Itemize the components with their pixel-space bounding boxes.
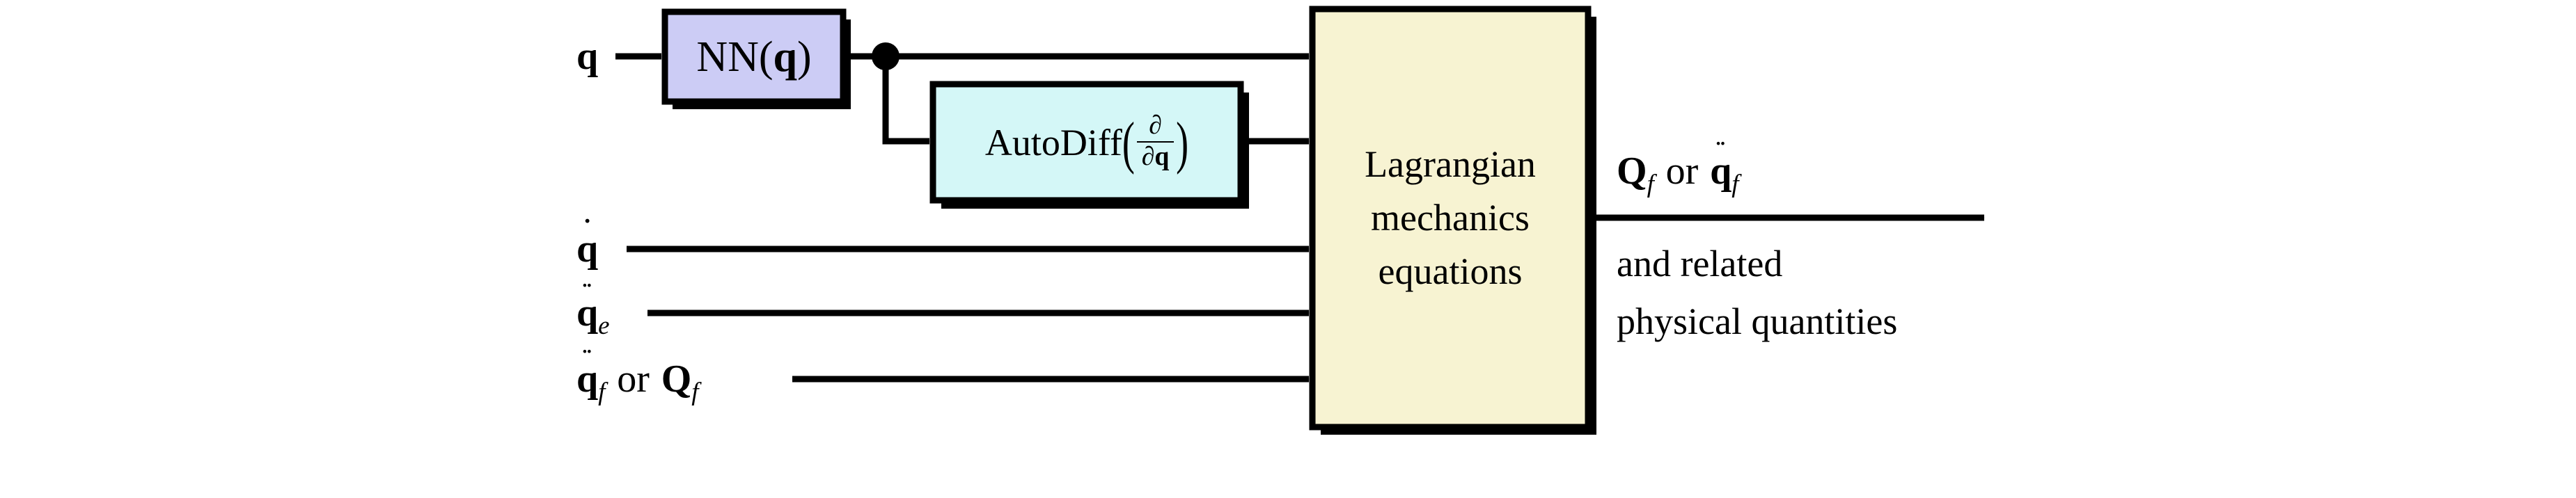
autodiff-close-paren: ) (1176, 110, 1189, 175)
autodiff-box[interactable] (929, 81, 1244, 204)
output-qddot-f-subscript: f (1731, 168, 1739, 198)
output-Qf-base: Q (1617, 150, 1647, 193)
input-q-base: q (576, 35, 599, 78)
nn-label-suffix: ) (797, 33, 812, 81)
output-line3-text: physical quantities (1617, 300, 1898, 342)
nn-label-var: q (773, 33, 798, 81)
input-qddot-e-subscript: e (598, 310, 610, 339)
lagrangian-line-1: Lagrangian (1365, 143, 1536, 186)
nn-label-prefix: NN( (696, 33, 773, 81)
output-qddot-f-base: q (1710, 150, 1732, 193)
output-qddot-f-accented: ̈q (1710, 138, 1732, 193)
input-label-qddot-e: ̈qe (576, 280, 610, 339)
output-conjunction: or (1665, 150, 1699, 193)
lagrangian-line-2: mechanics (1371, 197, 1530, 239)
lagrangian-line-3: equations (1378, 250, 1523, 292)
input-qddot-f-base: q (576, 358, 599, 401)
input-label-q: q (576, 37, 598, 76)
input-qdot-accented: ̇q (576, 230, 598, 268)
junction-dot-icon (872, 42, 900, 70)
autodiff-denominator: ∂q (1141, 142, 1170, 172)
input-qddot-f-accented: ̈q (576, 346, 599, 401)
autodiff-denominator-var: q (1154, 142, 1170, 172)
input-Qf-subscript: f (691, 376, 699, 405)
output-label-line3: physical quantities (1617, 303, 1897, 340)
autodiff-numerator: ∂ (1136, 111, 1175, 143)
input-Qf-base: Q (661, 358, 692, 401)
input-label-qdot: ̇q (576, 230, 598, 268)
wire-nn-branch-to-autodiff (882, 56, 930, 145)
input-qddot-f-subscript: f (598, 376, 606, 405)
autodiff-box-label: AutoDiff(∂∂q) (933, 84, 1241, 200)
autodiff-open-paren: ( (1122, 110, 1135, 175)
autodiff-name-label: AutoDiff (984, 121, 1122, 163)
output-label-line2: and related (1617, 245, 1782, 282)
autodiff-fraction: ∂∂q (1136, 111, 1175, 172)
input-qdot-base: q (576, 227, 599, 271)
input-qddot-e-accented: ̈q (576, 280, 599, 335)
output-line2-text: and related (1617, 243, 1783, 284)
lagrangian-box-label: Lagrangian mechanics equations (1312, 9, 1588, 427)
input-qddot-f-conjunction: or (617, 358, 650, 401)
nn-box-label: NN(q) (665, 12, 843, 102)
input-qddot-e-base: q (576, 291, 599, 335)
output-Qf-subscript: f (1647, 168, 1654, 198)
lagrangian-box[interactable] (1309, 6, 1592, 431)
